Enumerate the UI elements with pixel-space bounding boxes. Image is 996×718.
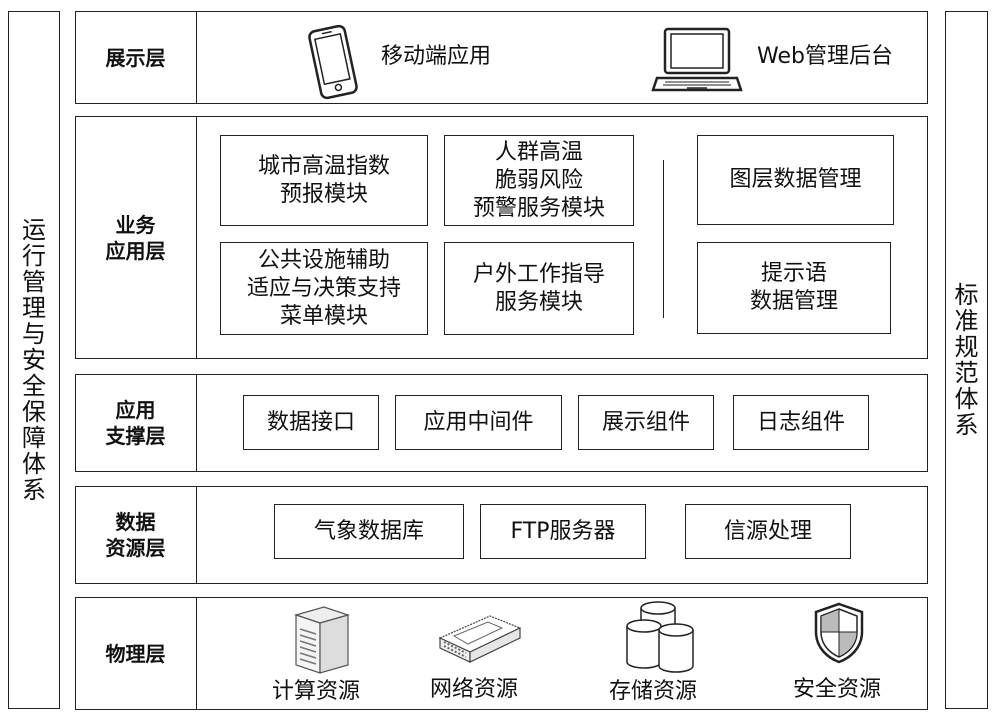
vertical-char: 规 [954, 333, 979, 361]
ftp-server-item: FTP服务器 [480, 504, 646, 559]
vertical-char: 体 [954, 385, 979, 413]
web-admin-label: Web管理后台 [757, 44, 893, 69]
support-layer [75, 374, 928, 472]
prompt-data-management-module: 提示语 数据管理 [697, 242, 891, 334]
storage-resource-label: 存储资源 [609, 679, 698, 704]
physical-layer [75, 597, 928, 710]
mobile-app-label: 移动端应用 [381, 44, 492, 69]
data-layer [75, 486, 928, 584]
physical-layer-label: 物理层 [105, 641, 166, 666]
shield-icon [814, 602, 864, 664]
vertical-char: 安 [22, 346, 46, 374]
business-inner-divider [663, 160, 664, 318]
right-system-panel [945, 11, 988, 709]
security-resource-label: 安全资源 [793, 677, 882, 702]
log-component-item: 日志组件 [733, 395, 869, 450]
weather-database-item: 气象数据库 [274, 504, 464, 559]
heat-index-forecast-module: 城市高温指数 预报模块 [220, 135, 428, 226]
physical-divider [196, 597, 197, 710]
public-facility-decision-module: 公共设施辅助 适应与决策支持 菜单模块 [220, 242, 428, 335]
left-system-panel [8, 11, 60, 709]
server-icon [293, 606, 351, 674]
vertical-char: 体 [22, 450, 46, 478]
layer-data-management-module: 图层数据管理 [697, 135, 894, 225]
vertical-char: 范 [954, 359, 979, 387]
vertical-char: 保 [22, 398, 46, 426]
vertical-char: 标 [954, 281, 979, 309]
presentation-layer [75, 11, 928, 104]
right-system-label: 标准规范体系 [945, 11, 988, 709]
vertical-char: 与 [22, 320, 46, 348]
database-icon [626, 601, 694, 673]
vertical-char: 准 [954, 307, 979, 335]
vertical-char: 全 [22, 372, 46, 400]
vertical-char: 运 [22, 216, 46, 244]
app-middleware-item: 应用中间件 [395, 395, 562, 450]
business-layer [75, 116, 928, 359]
vulnerability-warning-module: 人群高温 脆弱风险 预警服务模块 [444, 135, 634, 226]
compute-resource-label: 计算资源 [272, 679, 361, 704]
vertical-char: 行 [22, 242, 46, 270]
outdoor-work-guidance-module: 户外工作指导 服务模块 [444, 242, 634, 335]
vertical-char: 系 [954, 411, 979, 439]
mobile-phone-icon [308, 24, 358, 100]
network-resource-label: 网络资源 [430, 677, 519, 702]
business-divider [196, 116, 197, 359]
vertical-char: 理 [22, 294, 46, 322]
vertical-char: 障 [22, 424, 46, 452]
data-divider [196, 486, 197, 584]
data-interface-item: 数据接口 [243, 395, 379, 450]
vertical-char: 系 [22, 476, 46, 504]
support-divider [196, 374, 197, 472]
signal-processing-item: 信源处理 [685, 504, 851, 559]
network-switch-icon [438, 615, 522, 663]
vertical-char: 管 [22, 268, 46, 296]
left-system-label: 运行管理与安全保障体系 [8, 11, 60, 709]
presentation-divider [196, 11, 197, 104]
data-layer-label: 数据 资源层 [105, 510, 166, 560]
support-layer-label: 应用 支撑层 [105, 398, 166, 448]
presentation-layer-label: 展示层 [105, 45, 166, 70]
laptop-icon [651, 27, 743, 92]
business-layer-label: 业务 应用层 [105, 212, 166, 263]
display-component-item: 展示组件 [578, 395, 714, 450]
